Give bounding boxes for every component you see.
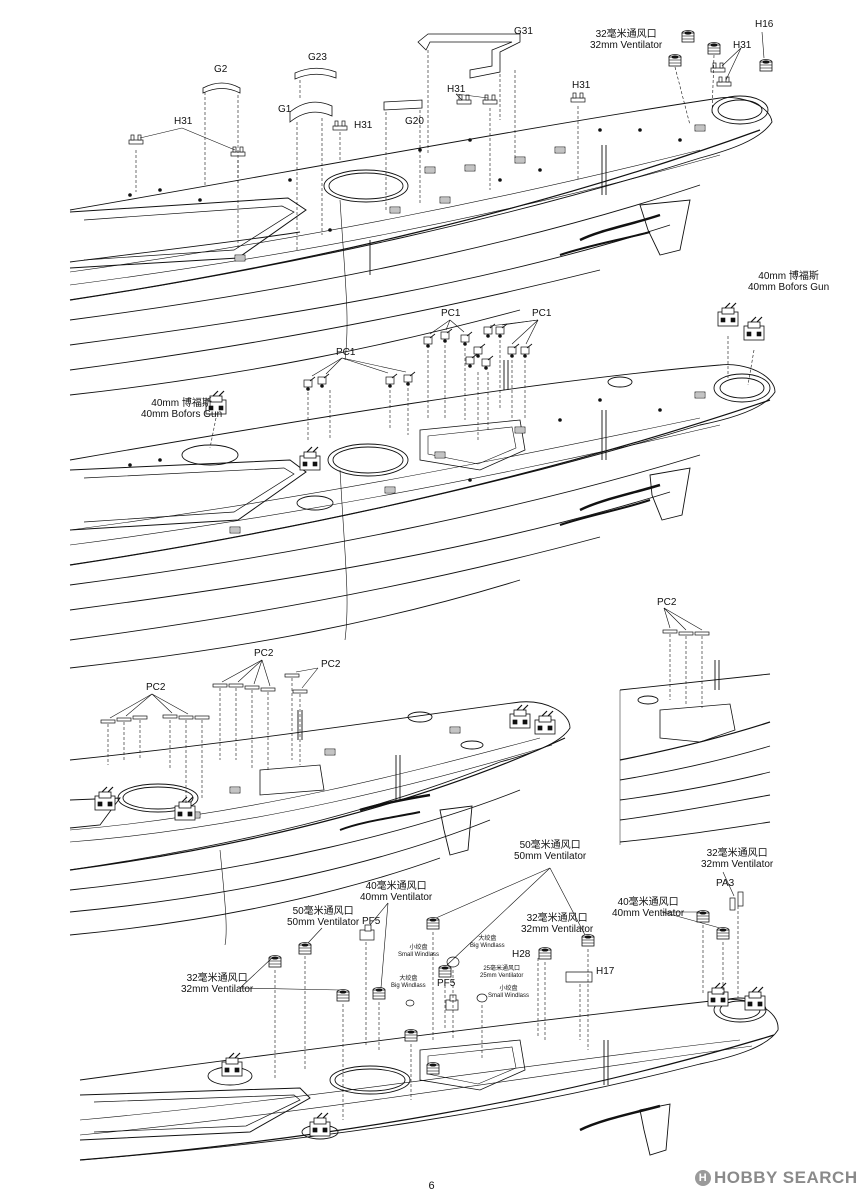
step3-inset-callouts: [663, 607, 703, 631]
big-windlass-label-cn: 大绞盘: [399, 976, 418, 982]
step2-leaders: [209, 336, 755, 449]
ventilator-40mm-label-en: 40mm Ventilator: [612, 908, 685, 919]
part-label-g2: G2: [214, 64, 228, 75]
ventilator-32mm-label-right: 32毫米通风口 32mm Ventilator: [701, 848, 773, 870]
step2-details: [128, 391, 706, 534]
ventilator-32mm-label-en: 32mm Ventilator: [590, 40, 663, 51]
ventilator-32mm-label-cn: 32毫米通风口: [595, 29, 657, 40]
step2-guns: [205, 302, 765, 471]
watermark-text: HOBBY SEARCH: [714, 1168, 858, 1187]
part-label-pc2-a: PC2: [146, 682, 166, 693]
part-label-pc1-a: PC1: [336, 347, 356, 358]
part-label-h31-c: H31: [447, 84, 466, 95]
ventilator-40mm-label-en: 40mm Ventilator: [360, 892, 433, 903]
hobby-search-logo-icon: H: [695, 1170, 711, 1186]
ventilator-25mm-label-cn: 25毫米通风口: [483, 966, 521, 972]
small-windlass-label-en: Small Windlass: [488, 993, 530, 999]
part-label-pc1-b: PC1: [441, 308, 461, 319]
bofors-gun-label-right: 40mm 博福斯 40mm Bofors Gun: [748, 271, 829, 293]
step2-hull: [69, 360, 776, 669]
step1-parts: [128, 30, 773, 157]
small-windlass-label-en: Small Windlass: [398, 952, 440, 958]
part-label-g20: G20: [405, 116, 424, 127]
part-label-h17: H17: [596, 966, 615, 977]
step1-hull: [69, 95, 773, 396]
bofors-gun-label-en: 40mm Bofors Gun: [141, 409, 223, 420]
bofors-gun-label-cn: 40mm 博福斯: [758, 271, 819, 282]
part-label-h31-d: H31: [572, 80, 591, 91]
step3-details: [94, 673, 556, 821]
ventilator-32mm-label-cn: 32毫米通风口: [186, 973, 248, 984]
step3-inset-leaders: [669, 634, 703, 708]
ventilator-32mm-label-en: 32mm Ventilator: [701, 859, 774, 870]
step3-leaders: [107, 678, 301, 805]
part-label-h31-e: H31: [733, 40, 752, 51]
part-label-h31-a: H31: [174, 116, 193, 127]
bofors-gun-label-en: 40mm Bofors Gun: [748, 282, 830, 293]
part-label-h31-b: H31: [354, 120, 373, 131]
big-windlass-label-en: Big Windlass: [470, 943, 505, 949]
ventilator-50mm-label-en: 50mm Ventilator: [287, 917, 360, 928]
step3-hull: [69, 701, 571, 946]
small-windlass-label-cn: 小绞盘: [499, 986, 518, 992]
ventilator-25mm-label: 25毫米通风口 25mm Ventilator: [480, 966, 523, 980]
small-windlass-label-a: 小绞盘 Small Windlass: [398, 945, 439, 959]
part-label-pa3: PA3: [716, 878, 735, 889]
part-label-pc2-b: PC2: [254, 648, 274, 659]
step3-inset: [619, 660, 771, 845]
step1-leaders: [135, 50, 715, 250]
part-label-g23: G23: [308, 52, 327, 63]
step1-callout-lines: [139, 31, 765, 151]
ventilator-32mm-label-cn: 32毫米通风口: [526, 913, 588, 924]
ventilator-32mm-label-en: 32mm Ventilator: [181, 984, 254, 995]
part-label-h16: H16: [755, 19, 774, 30]
small-windlass-label-cn: 小绞盘: [409, 945, 428, 951]
step4-callout-lines: [239, 867, 735, 991]
ventilator-32mm-label-left: 32毫米通风口 32mm Ventilator: [181, 973, 253, 995]
step1-deck-details: [128, 124, 706, 262]
ventilator-40mm-label-cn: 40毫米通风口: [617, 897, 679, 908]
ventilator-50mm-label-cn: 50毫米通风口: [519, 840, 581, 851]
step2-callout-lines: [311, 319, 539, 377]
part-label-pc2-c: PC2: [321, 659, 341, 670]
small-windlass-label-b: 小绞盘 Small Windlass: [488, 986, 529, 1000]
ventilator-50mm-label-left: 50毫米通风口 50mm Ventilator: [287, 906, 359, 928]
ventilator-50mm-label-cn: 50毫米通风口: [292, 906, 354, 917]
step4-leaders: [274, 906, 739, 1120]
big-windlass-label-a: 大绞盘 Big Windlass: [470, 936, 505, 950]
step4-parts: [221, 891, 766, 1137]
ventilator-32mm-label-en: 32mm Ventilator: [521, 924, 594, 935]
part-label-pc2-d: PC2: [657, 597, 677, 608]
part-label-pf5-b: PF5: [437, 978, 456, 989]
ventilator-50mm-label-en: 50mm Ventilator: [514, 851, 587, 862]
step3-callout-lines: [109, 659, 319, 719]
ventilator-32mm-label-mid: 32毫米通风口 32mm Ventilator: [521, 913, 593, 935]
ventilator-32mm-label-cn: 32毫米通风口: [706, 848, 768, 859]
ventilator-40mm-label-mid: 40毫米通风口 40mm Ventilator: [360, 881, 432, 903]
part-label-pf5-a: PF5: [362, 916, 381, 927]
big-windlass-label-en: Big Windlass: [391, 983, 426, 989]
ventilator-50mm-label-top: 50毫米通风口 50mm Ventilator: [514, 840, 586, 862]
ventilator-40mm-label-cn: 40毫米通风口: [365, 881, 427, 892]
big-windlass-label-b: 大绞盘 Big Windlass: [391, 976, 426, 990]
part-label-pc1-c: PC1: [532, 308, 552, 319]
bofors-gun-label-left: 40mm 博福斯 40mm Bofors Gun: [141, 398, 222, 420]
page-number: 6: [428, 1180, 435, 1192]
bofors-gun-label-cn: 40mm 博福斯: [151, 398, 212, 409]
ventilator-32mm-label: 32毫米通风口 32mm Ventilator: [590, 29, 662, 51]
ventilator-40mm-label-right: 40毫米通风口 40mm Ventilator: [612, 897, 684, 919]
big-windlass-label-cn: 大绞盘: [478, 936, 497, 942]
part-label-g1: G1: [278, 104, 292, 115]
step4-hull: [79, 997, 779, 1161]
ventilator-25mm-label-en: 25mm Ventilator: [480, 973, 524, 979]
part-label-h28: H28: [512, 949, 531, 960]
part-label-g31: G31: [514, 26, 533, 37]
